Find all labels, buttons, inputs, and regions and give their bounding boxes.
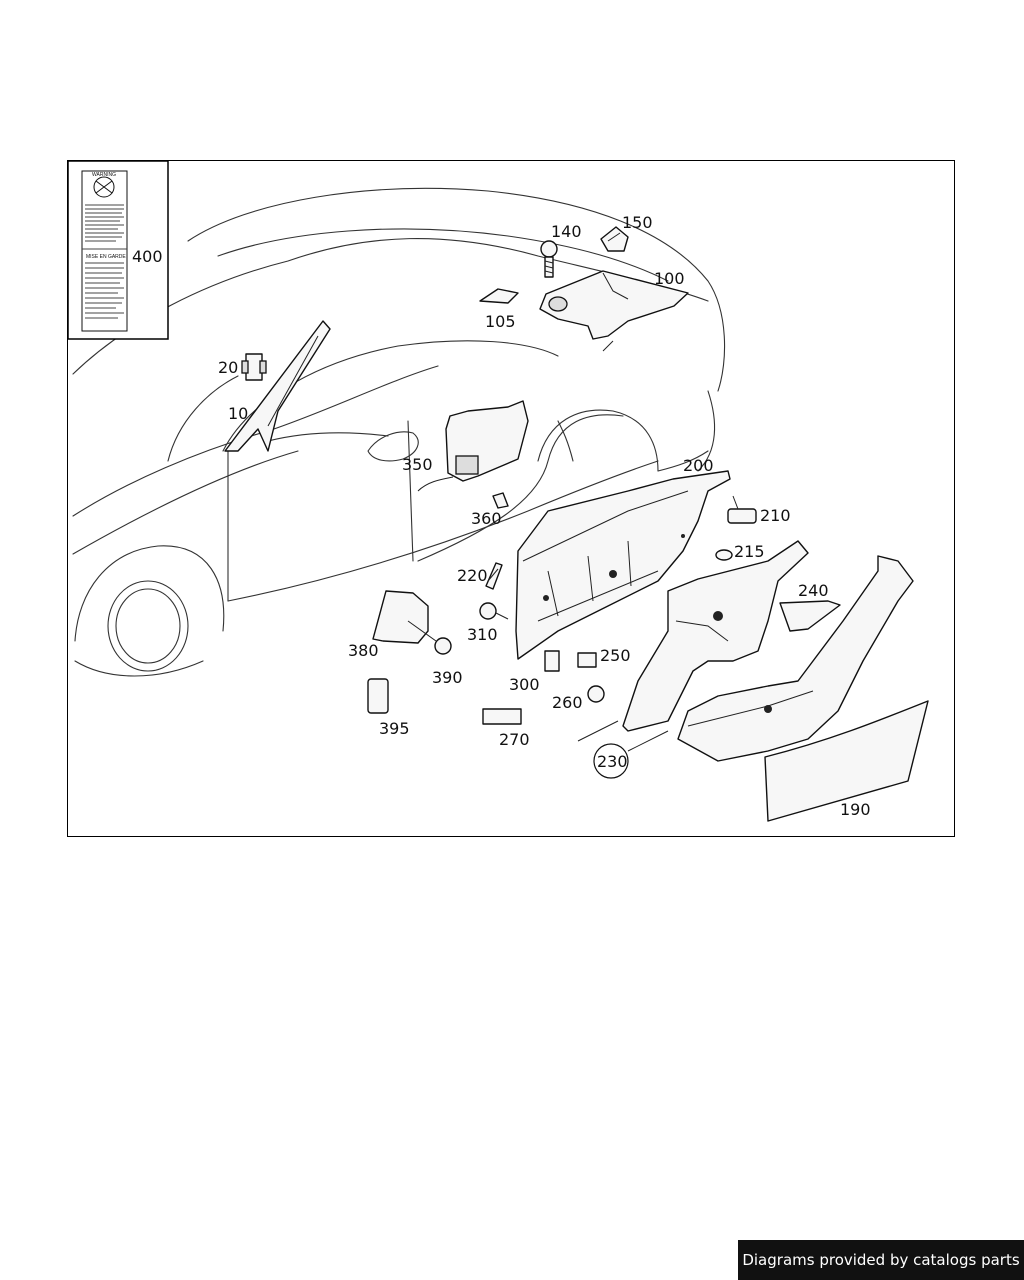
part-240-pad [779, 600, 841, 632]
part-210-bracket [727, 495, 757, 524]
part-150-clip [600, 226, 629, 252]
part-395-cap [367, 678, 389, 714]
part-250-clip [577, 652, 597, 668]
part-200-side-trim-panel [515, 470, 731, 660]
callout-250: 250 [600, 646, 631, 665]
part-100-rear-panel-trim [539, 270, 689, 352]
part-rear-lower-structure [677, 555, 914, 762]
part-390-bolt [407, 620, 452, 655]
footer-credit-text: Diagrams provided by catalogs parts [742, 1251, 1020, 1269]
callout-20: 20 [218, 358, 238, 377]
callout-240: 240 [798, 581, 829, 600]
part-105-pad [479, 288, 519, 304]
part-230-lower-trim [577, 540, 809, 752]
exploded-view-drawing: WARNING MISE EN GARDE [68, 161, 929, 822]
sticker-section-title: MISE EN GARDE [86, 254, 126, 260]
callout-400: 400 [132, 247, 163, 266]
callout-150: 150 [622, 213, 653, 232]
callout-380: 380 [348, 641, 379, 660]
callout-230-ring [593, 743, 629, 779]
part-380-cover [372, 590, 429, 644]
sticker-warning-title: WARNING [92, 172, 116, 178]
part-140-bolt [540, 240, 558, 278]
footer-credit-badge: Diagrams provided by catalogs parts [738, 1240, 1024, 1280]
callout-labels: 400 140 150 100 105 20 10 350 360 200 21… [132, 213, 871, 819]
part-10-a-pillar-trim [224, 320, 331, 452]
part-260-clip [587, 685, 605, 703]
callout-210: 210 [760, 506, 791, 525]
callout-360: 360 [471, 509, 502, 528]
callout-270: 270 [499, 730, 530, 749]
callout-310: 310 [467, 625, 498, 644]
callout-220: 220 [457, 566, 488, 585]
part-360-screw [492, 492, 509, 509]
callout-260: 260 [552, 693, 583, 712]
callout-100: 100 [654, 269, 685, 288]
part-350-panel-bracket [417, 400, 529, 492]
callout-300: 300 [509, 675, 540, 694]
part-220-strip [485, 562, 503, 590]
callout-230: 230 [597, 752, 628, 771]
callout-105: 105 [485, 312, 516, 331]
part-270-cap [482, 708, 522, 725]
callout-190: 190 [840, 800, 871, 819]
callout-390: 390 [432, 668, 463, 687]
label-sticker-box: WARNING MISE EN GARDE [68, 161, 169, 340]
callout-140: 140 [551, 222, 582, 241]
callout-350: 350 [402, 455, 433, 474]
parts-diagram: WARNING MISE EN GARDE [67, 160, 955, 837]
part-215-plug [715, 549, 733, 561]
callout-10: 10 [228, 404, 248, 423]
part-310-screw [479, 602, 509, 620]
part-300-clip [544, 650, 560, 672]
part-190-mat [764, 700, 929, 822]
callout-200: 200 [683, 456, 714, 475]
callout-215: 215 [734, 542, 765, 561]
part-20-clip [241, 353, 267, 381]
callout-395: 395 [379, 719, 410, 738]
